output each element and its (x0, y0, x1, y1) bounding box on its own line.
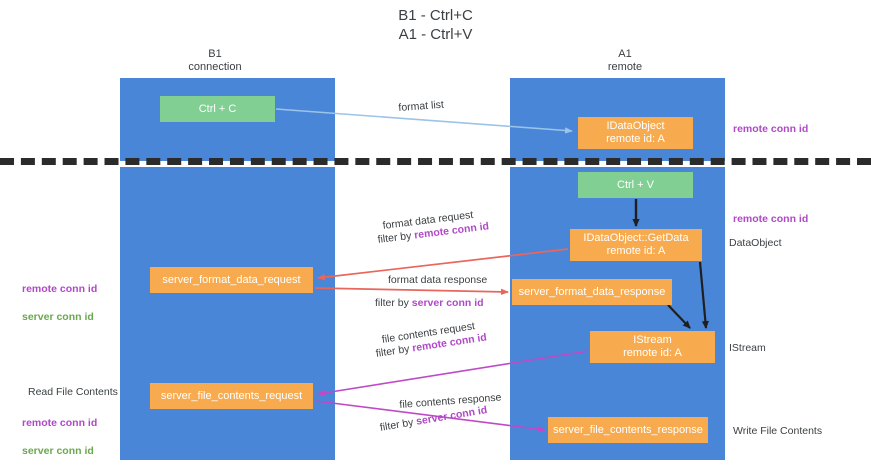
node-server-file-contents-request[interactable]: server_file_contents_request (150, 383, 313, 409)
filter-prefix: filter by (379, 415, 418, 434)
node-idataobject-getdata[interactable]: IDataObject::GetData remote id: A (570, 229, 702, 261)
column-header-a1: A1 remote (607, 48, 643, 73)
phase-divider (0, 158, 871, 165)
node-ctrl-v[interactable]: Ctrl + V (578, 172, 693, 198)
node-istream[interactable]: IStream remote id: A (590, 331, 715, 363)
column-header-b1: B1 connection (188, 48, 242, 73)
edge-label-format-data-response: format data response (388, 274, 488, 286)
annotation-remote-conn-id: remote conn id (22, 417, 98, 429)
filter-prefix: filter by (375, 342, 414, 360)
annotation-dataobject: DataObject (729, 237, 782, 249)
edge-label-format-list: format list (398, 98, 445, 114)
node-server-format-data-response[interactable]: server_format_data_response (512, 279, 672, 305)
filter-prefix: filter by (375, 297, 412, 309)
node-server-format-data-request[interactable]: server_format_data_request (150, 267, 313, 293)
annotation-server-conn-id: server conn id (22, 445, 94, 457)
swimlane-b1-bottom (120, 167, 335, 460)
node-ctrl-c[interactable]: Ctrl + C (160, 96, 275, 122)
annotation-istream: IStream (729, 342, 766, 354)
filter-key-server-conn-id: server conn id (411, 297, 484, 309)
annotation-left-conn-ids: remote conn id server conn id (22, 268, 97, 338)
annotation-write-file-contents: Write File Contents (733, 425, 823, 437)
node-idataobject[interactable]: IDataObject remote id: A (578, 117, 693, 149)
annotation-server-conn-id: server conn id (22, 311, 94, 323)
edge-label-format-data-response-filter: filter by server conn id (375, 297, 484, 310)
annotation-remote-conn-id: remote conn id (22, 283, 98, 295)
annotation-left-conn-ids-2: remote conn id server conn id (22, 402, 97, 472)
edge-format-data-response (314, 287, 509, 296)
annotation-read-file-contents: Read File Contents (28, 386, 118, 398)
annotation-remote-conn-id-mid: remote conn id (733, 213, 809, 225)
page-title: B1 - Ctrl+C A1 - Ctrl+V (398, 7, 473, 43)
node-server-file-contents-response[interactable]: server_file_contents_response (548, 417, 708, 443)
annotation-remote-conn-id-top: remote conn id (733, 123, 809, 135)
